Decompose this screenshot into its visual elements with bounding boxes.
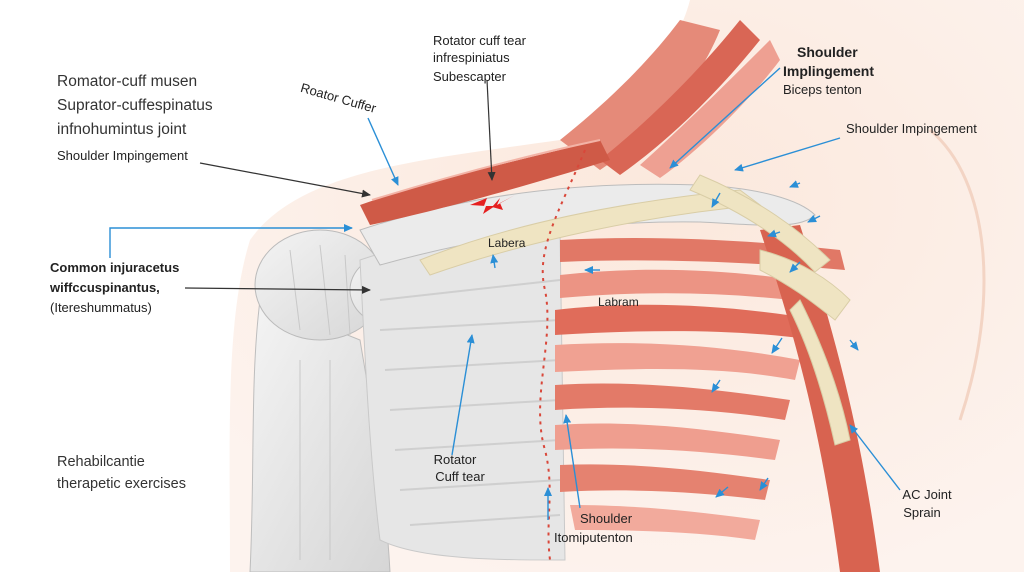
tear-marker [470,195,515,214]
rotator-cuff-tear-line-1: Rotator [433,452,477,467]
neck-muscles [560,20,780,178]
right-title-line-3: Biceps tenton [783,82,862,97]
right-title-line-1: Shoulder [797,44,858,60]
right-title-line-2: Implingement [783,63,875,79]
top-label-line-1: Rotator cuff tear [433,33,526,48]
deltoid-band [760,225,880,572]
labera-label: Labera [488,236,526,250]
leader-lines [184,79,496,294]
common-injury-line-3: (Itereshummatus) [50,300,152,315]
rehab-line-1: Rehabilcantie [57,454,145,470]
common-injury-line-1: Common injuracetus [50,260,180,275]
rehab-line-2: therapetic exercises [57,476,186,492]
labram-label: Labram [598,295,639,309]
pointer-arrows [109,67,901,520]
top-label-line-3: Subescapter [433,69,506,84]
chest-muscles [555,238,845,540]
shoulder-bottom-line-2: Itomiputenton [554,530,633,545]
tendons [419,174,851,446]
shoulder-bottom-line-1: Shoulder [580,511,633,526]
shoulder-impingement-left-label: Shoulder Impingement [57,148,188,163]
shoulder-impingement-right-label: Shoulder Impingement [846,121,977,136]
left-title-line-1: Romator-cuff musen [57,73,198,90]
dashed-guide-line [539,149,586,561]
supraspinatus-muscle [360,140,610,225]
common-injury-line-2: wiffccuspinantus, [50,280,160,295]
shoulder-skin-outline [929,128,986,421]
ac-joint-line-2: Sprain [903,505,941,520]
ac-joint-line-1: AC Joint [902,487,952,502]
top-label-line-2: infrespiniatus [433,50,510,65]
rotator-cuff-tear-line-2: Cuff tear [435,469,485,484]
left-title-line-2: Suprator-cuffespinatus [57,97,213,114]
left-title-line-3: infnohumintus joint [57,121,187,138]
